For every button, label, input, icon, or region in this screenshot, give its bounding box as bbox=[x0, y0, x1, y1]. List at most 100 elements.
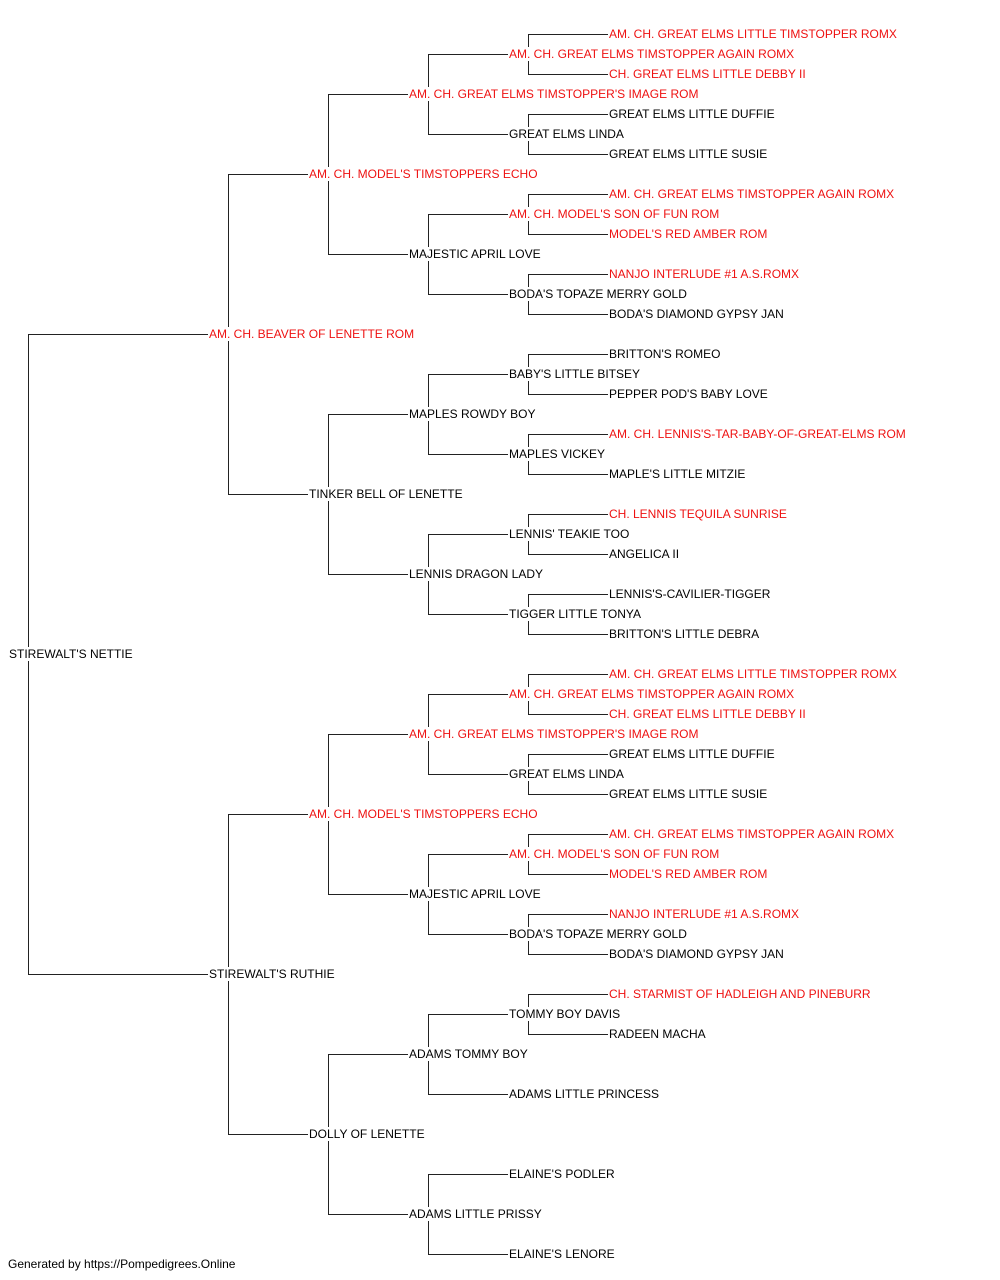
pedigree-entry: BODA'S DIAMOND GYPSY JAN bbox=[608, 307, 785, 321]
pedigree-entry: RADEEN MACHA bbox=[608, 1027, 707, 1041]
pedigree-entry: AM. CH. GREAT ELMS TIMSTOPPER'S IMAGE RO… bbox=[408, 727, 700, 741]
connector-line bbox=[528, 314, 608, 315]
connector-line bbox=[428, 54, 508, 55]
connector-line bbox=[28, 654, 29, 975]
pedigree-entry: MAPLES ROWDY BOY bbox=[408, 407, 537, 421]
connector-line bbox=[428, 894, 429, 935]
connector-line bbox=[428, 1174, 429, 1214]
pedigree-entry: STIREWALT'S NETTIE bbox=[8, 647, 134, 661]
connector-line bbox=[428, 254, 429, 295]
connector-line bbox=[528, 634, 608, 635]
connector-line bbox=[528, 954, 608, 955]
pedigree-entry: AM. CH. GREAT ELMS TIMSTOPPER AGAIN ROMX bbox=[608, 827, 896, 841]
connector-line bbox=[528, 774, 529, 795]
pedigree-entry: TINKER BELL OF LENETTE bbox=[308, 487, 464, 501]
pedigree-entry: CH. LENNIS TEQUILA SUNRISE bbox=[608, 507, 788, 521]
connector-line bbox=[228, 1134, 308, 1135]
connector-line bbox=[328, 94, 329, 174]
connector-line bbox=[528, 354, 608, 355]
pedigree-entry: GREAT ELMS LINDA bbox=[508, 127, 625, 141]
connector-line bbox=[428, 294, 508, 295]
pedigree-entry: GREAT ELMS LITTLE SUSIE bbox=[608, 787, 769, 801]
connector-line bbox=[428, 414, 429, 455]
connector-line bbox=[328, 94, 408, 95]
pedigree-entry: LENNIS DRAGON LADY bbox=[408, 567, 545, 581]
connector-line bbox=[528, 534, 529, 555]
connector-line bbox=[428, 1254, 508, 1255]
connector-line bbox=[528, 934, 529, 955]
connector-line bbox=[428, 454, 508, 455]
pedigree-entry: GREAT ELMS LITTLE DUFFIE bbox=[608, 107, 776, 121]
connector-line bbox=[528, 514, 529, 534]
connector-line bbox=[328, 734, 329, 814]
connector-line bbox=[528, 994, 608, 995]
connector-line bbox=[528, 114, 529, 134]
pedigree-entry: AM. CH. MODEL'S TIMSTOPPERS ECHO bbox=[308, 807, 539, 821]
pedigree-entry: AM. CH. GREAT ELMS TIMSTOPPER AGAIN ROMX bbox=[508, 687, 796, 701]
pedigree-entry: ELAINE'S PODLER bbox=[508, 1167, 616, 1181]
connector-line bbox=[528, 874, 608, 875]
connector-line bbox=[528, 154, 608, 155]
pedigree-entry: ADAMS TOMMY BOY bbox=[408, 1047, 529, 1061]
connector-line bbox=[528, 754, 608, 755]
connector-line bbox=[528, 194, 608, 195]
connector-line bbox=[528, 54, 529, 75]
pedigree-entry: ADAMS LITTLE PRINCESS bbox=[508, 1087, 661, 1101]
connector-line bbox=[328, 254, 408, 255]
connector-line bbox=[528, 34, 608, 35]
connector-line bbox=[428, 854, 508, 855]
pedigree-entry: TOMMY BOY DAVIS bbox=[508, 1007, 622, 1021]
connector-line bbox=[528, 474, 608, 475]
connector-line bbox=[428, 694, 508, 695]
pedigree-entry: AM. CH. GREAT ELMS LITTLE TIMSTOPPER ROM… bbox=[608, 27, 898, 41]
connector-line bbox=[428, 1214, 429, 1255]
connector-line bbox=[228, 494, 308, 495]
pedigree-entry: LENNIS' TEAKIE TOO bbox=[508, 527, 631, 541]
pedigree-entry: GREAT ELMS LINDA bbox=[508, 767, 625, 781]
connector-line bbox=[528, 834, 529, 854]
pedigree-entry: AM. CH. GREAT ELMS TIMSTOPPER AGAIN ROMX bbox=[608, 187, 896, 201]
connector-line bbox=[428, 214, 508, 215]
pedigree-entry: BRITTON'S LITTLE DEBRA bbox=[608, 627, 761, 641]
connector-line bbox=[528, 1034, 608, 1035]
connector-line bbox=[328, 1054, 408, 1055]
connector-line bbox=[328, 574, 408, 575]
pedigree-entry: AM. CH. GREAT ELMS TIMSTOPPER AGAIN ROMX bbox=[508, 47, 796, 61]
connector-line bbox=[428, 374, 508, 375]
connector-line bbox=[528, 434, 529, 454]
pedigree-entry: BODA'S TOPAZE MERRY GOLD bbox=[508, 287, 688, 301]
connector-line bbox=[428, 1054, 429, 1095]
connector-line bbox=[328, 814, 329, 895]
pedigree-entry: CH. GREAT ELMS LITTLE DEBBY II bbox=[608, 67, 807, 81]
connector-line bbox=[228, 814, 308, 815]
connector-line bbox=[28, 334, 29, 654]
connector-line bbox=[528, 214, 529, 235]
connector-line bbox=[428, 534, 429, 574]
connector-line bbox=[528, 1014, 529, 1035]
connector-line bbox=[328, 174, 329, 255]
pedigree-entry: MAJESTIC APRIL LOVE bbox=[408, 247, 542, 261]
connector-line bbox=[528, 554, 608, 555]
pedigree-entry: MAJESTIC APRIL LOVE bbox=[408, 887, 542, 901]
pedigree-entry: BRITTON'S ROMEO bbox=[608, 347, 722, 361]
connector-line bbox=[528, 434, 608, 435]
pedigree-entry: MAPLE'S LITTLE MITZIE bbox=[608, 467, 747, 481]
connector-line bbox=[328, 1054, 329, 1134]
connector-line bbox=[428, 1014, 508, 1015]
pedigree-entry: MAPLES VICKEY bbox=[508, 447, 607, 461]
connector-line bbox=[528, 374, 529, 395]
pedigree-entry: TIGGER LITTLE TONYA bbox=[508, 607, 643, 621]
connector-line bbox=[528, 914, 608, 915]
connector-line bbox=[328, 894, 408, 895]
connector-line bbox=[28, 974, 208, 975]
connector-line bbox=[528, 234, 608, 235]
connector-line bbox=[528, 994, 529, 1014]
connector-line bbox=[228, 174, 308, 175]
connector-line bbox=[428, 614, 508, 615]
connector-line bbox=[428, 734, 429, 775]
connector-line bbox=[528, 514, 608, 515]
connector-line bbox=[528, 914, 529, 934]
pedigree-entry: AM. CH. BEAVER OF LENETTE ROM bbox=[208, 327, 416, 341]
pedigree-entry: ANGELICA II bbox=[608, 547, 681, 561]
pedigree-entry: STIREWALT'S RUTHIE bbox=[208, 967, 336, 981]
